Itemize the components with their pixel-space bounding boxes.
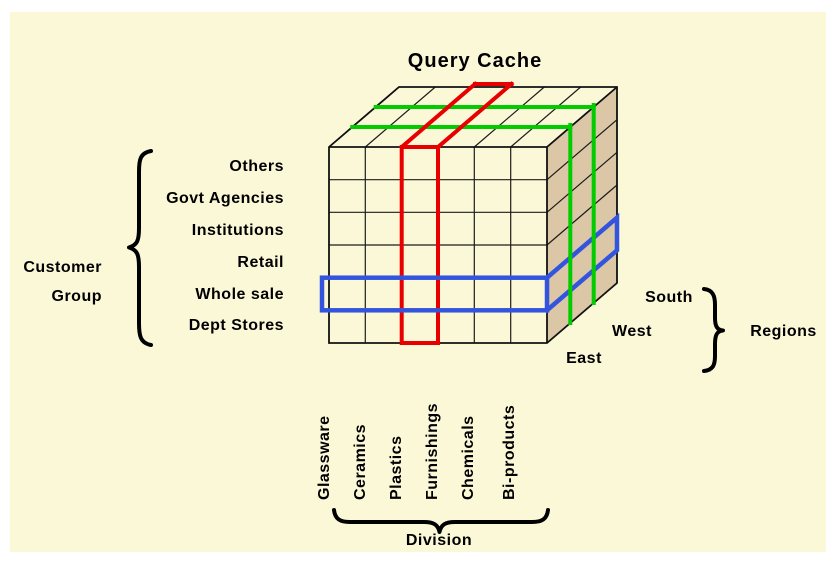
red-slice-highlight bbox=[398, 81, 515, 345]
customer-group-label: Whole sale bbox=[195, 286, 284, 303]
division-dimension-label: Division bbox=[405, 532, 473, 549]
customer-dimension-line2: Group bbox=[51, 288, 102, 305]
green-slice-highlight-side bbox=[568, 103, 596, 325]
customer-group-label: Dept Stores bbox=[188, 317, 284, 334]
customer-group-label: Others bbox=[229, 158, 284, 175]
division-label: Chemicals bbox=[460, 415, 477, 500]
region-label: East bbox=[566, 350, 602, 367]
regions-brace bbox=[702, 287, 725, 373]
customer-group-label: Retail bbox=[237, 254, 284, 271]
division-label: Furnishings bbox=[424, 402, 441, 500]
region-label: West bbox=[612, 323, 652, 340]
customer-group-brace bbox=[127, 149, 153, 347]
division-brace bbox=[332, 508, 550, 534]
customer-group-label: Institutions bbox=[191, 222, 284, 239]
customer-dimension-line1: Customer bbox=[23, 259, 102, 276]
regions-dimension-label: Regions bbox=[750, 323, 817, 340]
blue-slice-highlight bbox=[319, 212, 620, 314]
division-label: Glassware bbox=[316, 415, 333, 500]
division-label: Plastics bbox=[388, 435, 405, 500]
division-label: Bi-products bbox=[501, 404, 518, 500]
region-label: South bbox=[645, 289, 693, 306]
customer-group-dimension-label: Customer Group bbox=[10, 253, 102, 311]
customer-group-label: Govt Agencies bbox=[166, 190, 284, 207]
division-label: Ceramics bbox=[352, 423, 369, 500]
diagram-title: Query Cache bbox=[407, 50, 543, 72]
